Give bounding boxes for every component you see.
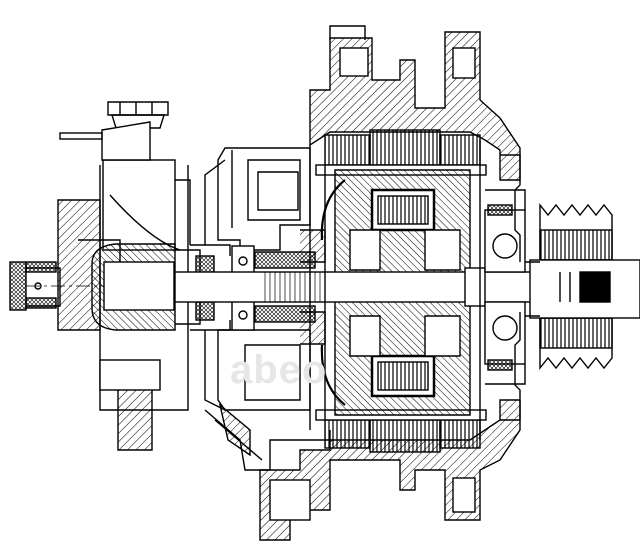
rotor-assembly bbox=[320, 169, 471, 416]
stator-coil-bottom bbox=[315, 409, 487, 453]
drive-pulley bbox=[525, 203, 640, 370]
vacuum-pump-body bbox=[91, 243, 201, 331]
cooling-fan bbox=[500, 154, 521, 421]
slip-ring-assembly bbox=[195, 229, 326, 345]
front-bearing bbox=[484, 189, 526, 385]
watermark-logo: abeo bbox=[230, 348, 328, 392]
rear-housing bbox=[204, 147, 331, 471]
housing-outline-lines bbox=[190, 140, 481, 440]
stator-coil-top bbox=[315, 129, 487, 176]
top-fitting-nut bbox=[59, 101, 169, 161]
front-housing-top bbox=[309, 25, 521, 181]
